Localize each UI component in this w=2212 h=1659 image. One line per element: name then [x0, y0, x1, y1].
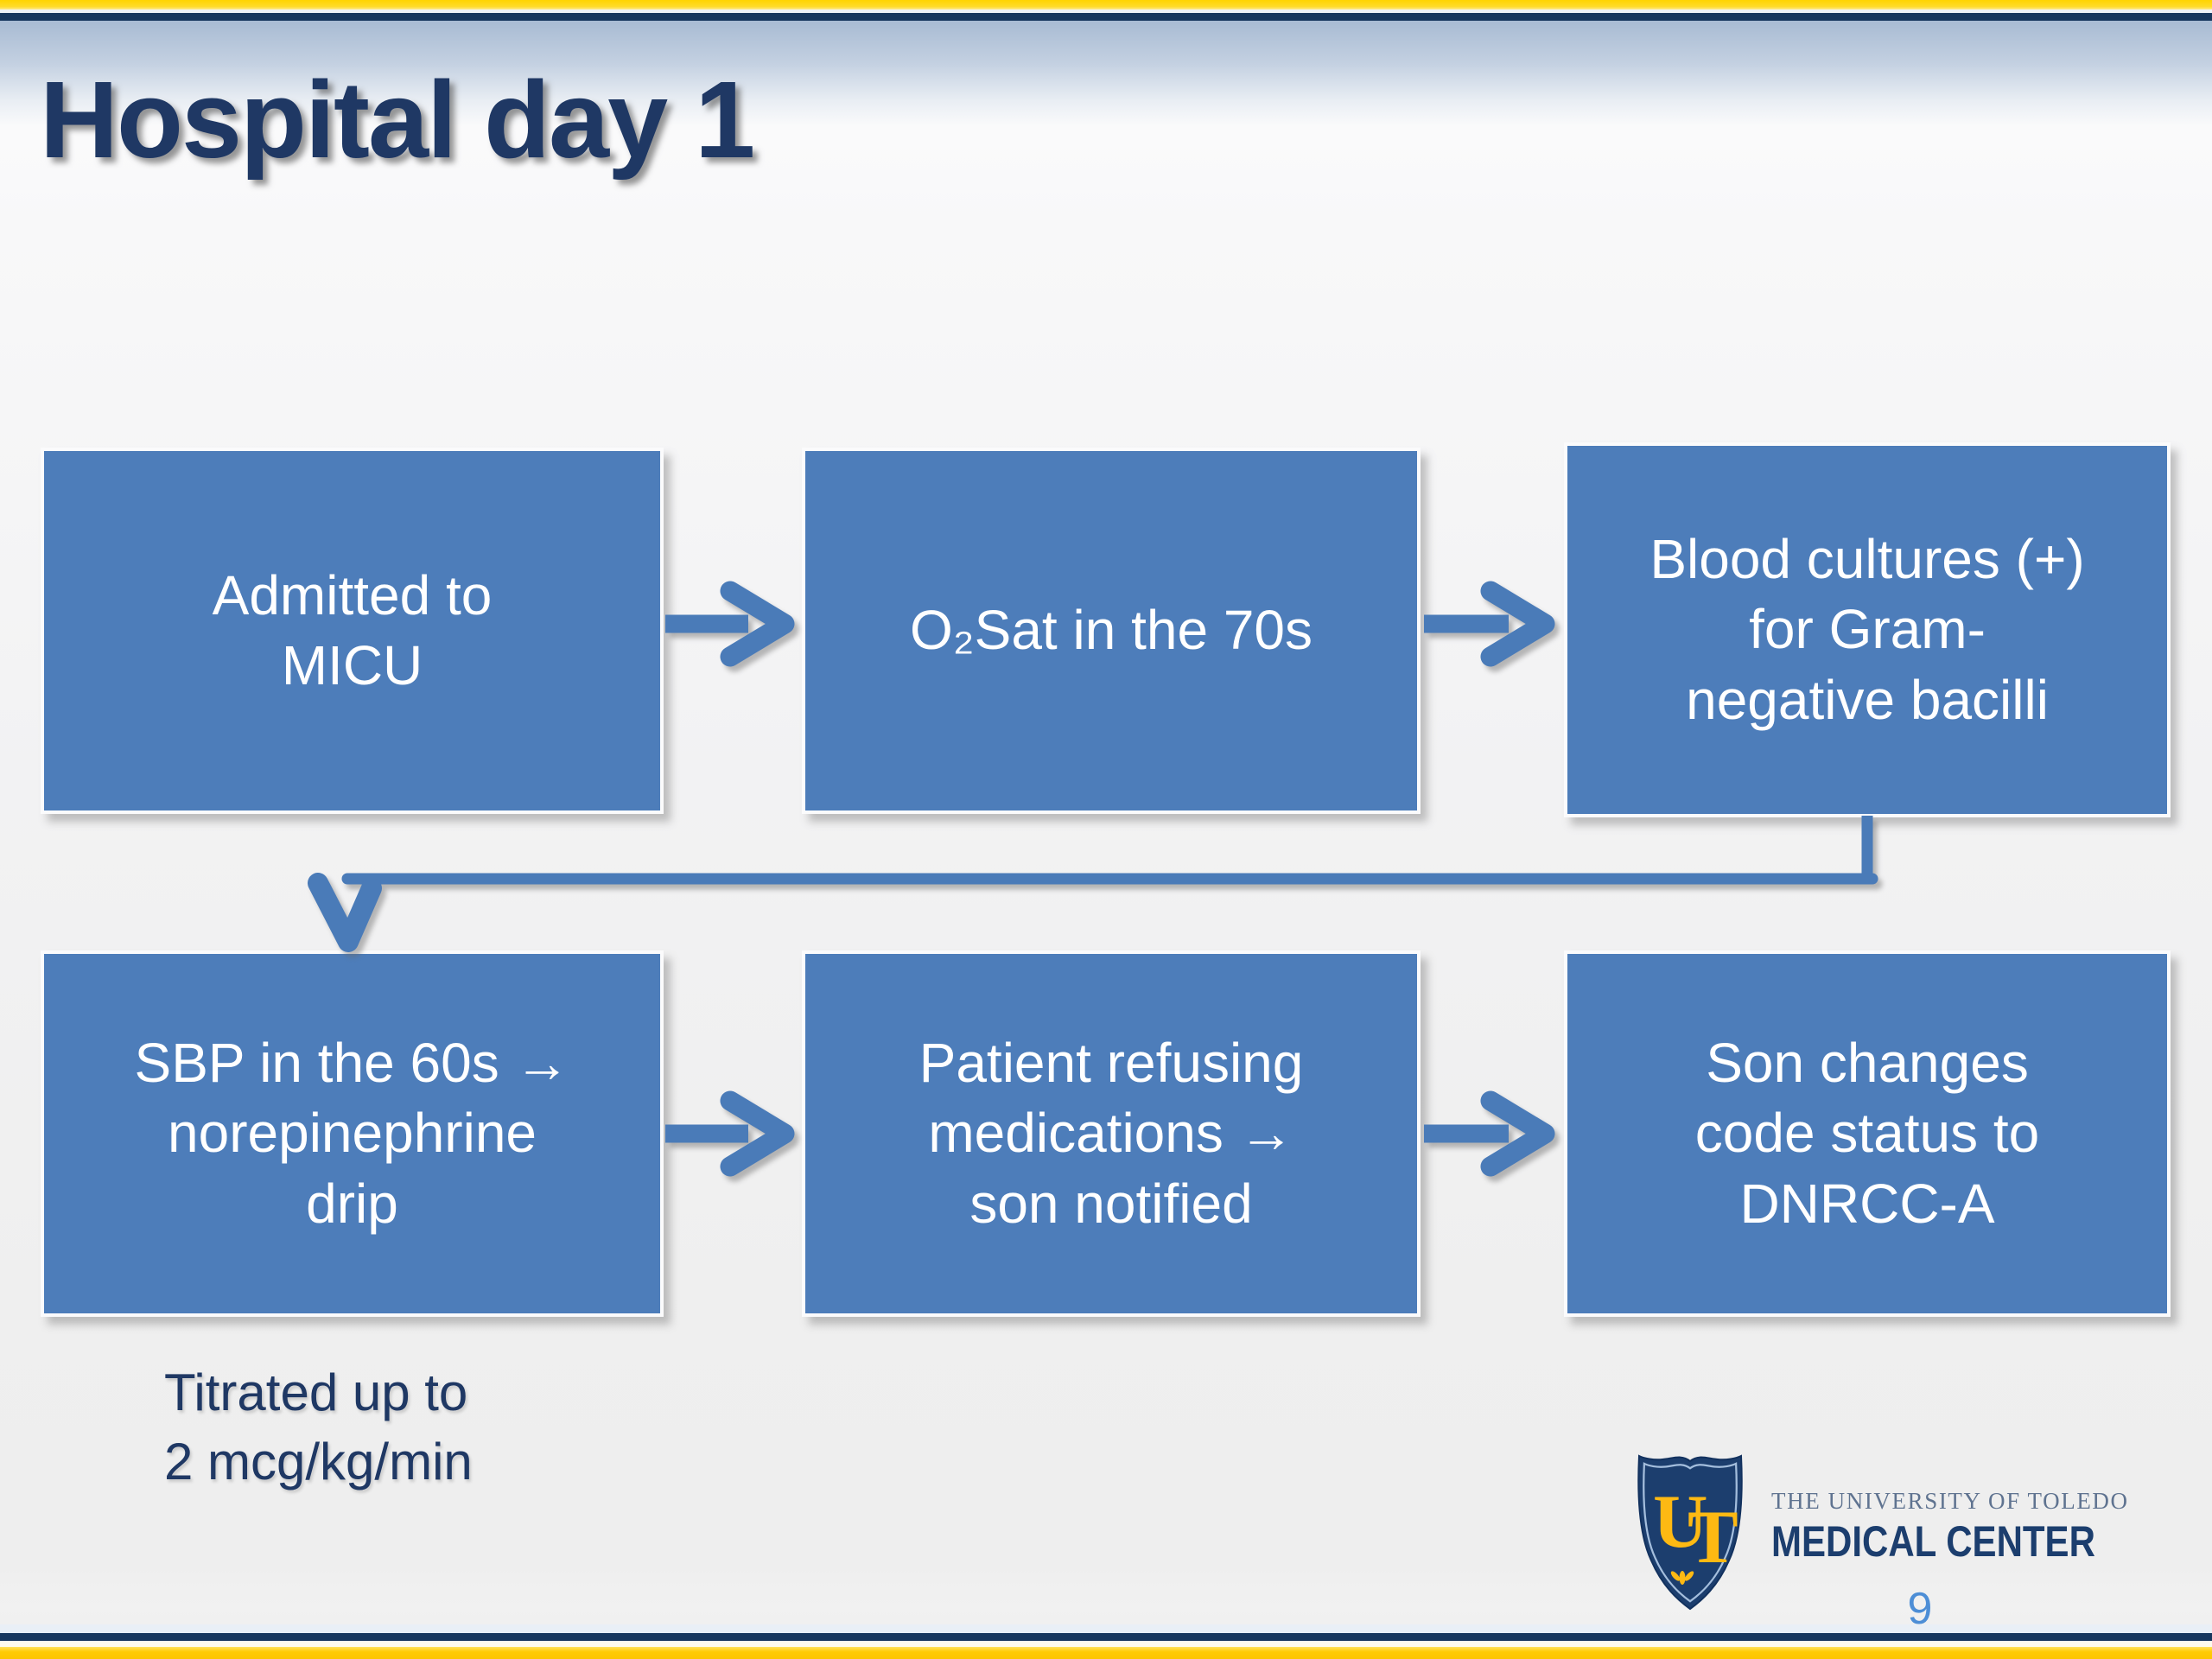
- arrow-box5-to-box6-icon: [1424, 1090, 1555, 1177]
- arrow-box1-to-box2-icon: [665, 581, 795, 667]
- flow-box-text: Patient refusing medications → son notif…: [918, 1032, 1304, 1235]
- flow-box-patient-refusing-meds: Patient refusing medications → son notif…: [802, 950, 1421, 1317]
- bottom-gold-bar: [0, 1647, 2212, 1659]
- shield-monogram-t: T: [1688, 1496, 1738, 1580]
- flow-box-blood-cultures-positive: Blood cultures (+) for Gram- negative ba…: [1564, 442, 2171, 817]
- flow-box-text: O₂Sat in the 70s: [910, 599, 1313, 662]
- shield-monogram-u: U: [1653, 1480, 1708, 1564]
- ut-shield-logo-icon: U T: [1637, 1454, 1743, 1611]
- flow-box-sbp-norepinephrine: SBP in the 60s → norepinephrine drip: [41, 950, 664, 1317]
- top-gradient-fade: [0, 21, 2212, 126]
- flow-box-o2-sat-70s: O₂Sat in the 70s: [802, 448, 1421, 814]
- flow-box-son-changes-code-status: Son changes code status to DNRCC-A: [1564, 950, 2171, 1317]
- top-yellow-bar: [0, 0, 2212, 10]
- arrow-box2-to-box3-icon: [1424, 581, 1555, 667]
- elbow-connector-box3-to-box4-icon: [308, 816, 1878, 952]
- flow-box-text: SBP in the 60s → norepinephrine drip: [134, 1032, 570, 1235]
- flow-box-text: Blood cultures (+) for Gram- negative ba…: [1649, 528, 2085, 731]
- arrow-box4-to-box5-icon: [665, 1090, 795, 1177]
- logo-university-line: THE UNIVERSITY OF TOLEDO: [1771, 1488, 2129, 1514]
- bottom-navy-bar: [0, 1633, 2212, 1641]
- shield-leaf-ornament-icon: [1670, 1571, 1694, 1585]
- flow-box-text: Son changes code status to DNRCC-A: [1694, 1032, 2040, 1235]
- top-navy-bar: [0, 13, 2212, 21]
- titration-caption: Titrated up to 2 mcg/kg/min: [164, 1363, 473, 1491]
- slide-title: Hospital day 1: [40, 59, 755, 181]
- flow-box-text: Admitted to MICU: [212, 563, 493, 696]
- bottom-gap-line: [0, 1641, 2212, 1647]
- flow-box-admitted-to-micu: Admitted to MICU: [41, 448, 664, 814]
- bottom-light-line: [0, 1624, 2212, 1633]
- logo-wordmark: THE UNIVERSITY OF TOLEDO MEDICAL CENTER: [1771, 1488, 2129, 1567]
- logo-medical-center-line: MEDICAL CENTER: [1771, 1517, 2095, 1566]
- top-gap-line: [0, 10, 2212, 13]
